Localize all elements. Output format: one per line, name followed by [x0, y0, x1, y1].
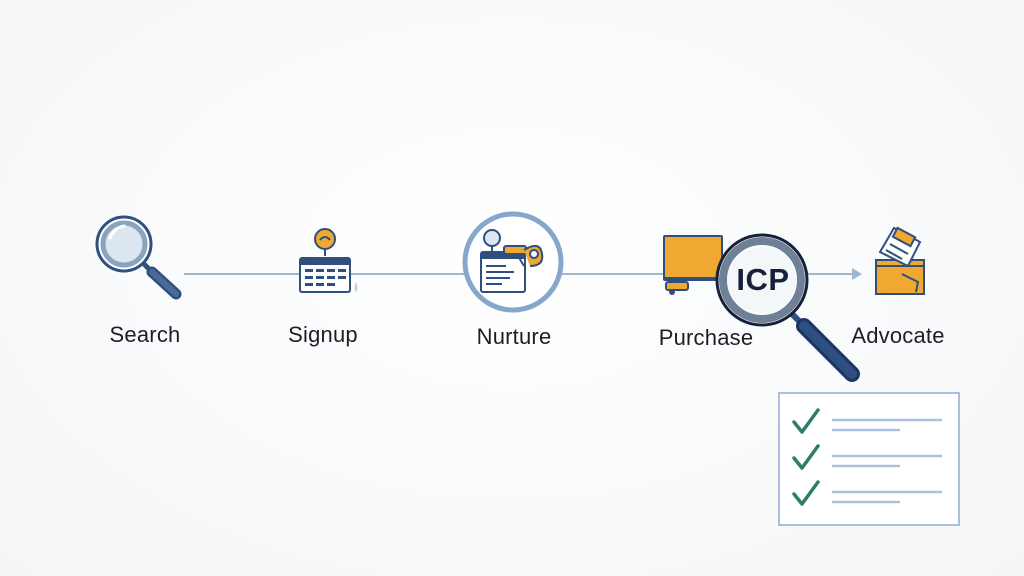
flow-connector-2 [350, 273, 468, 275]
signup-form-icon [296, 226, 366, 303]
advocate-folder-icon [872, 222, 932, 305]
flow-connector-3 [560, 273, 670, 275]
flow-arrow-head [852, 268, 862, 280]
checklist-icon [778, 392, 960, 526]
nurture-document-icon [462, 210, 566, 319]
icp-magnifier-icon [712, 232, 864, 393]
magnifier-icon [92, 212, 188, 309]
stage-label-purchase: Purchase [658, 325, 754, 350]
flow-connector-1 [184, 273, 304, 275]
flow-connector-4 [806, 273, 856, 275]
icp-label: ICP [736, 262, 790, 297]
stage-label-signup: Signup [288, 322, 358, 347]
stage-label-search: Search [109, 322, 181, 347]
stage-label-nurture: Nurture [476, 324, 552, 349]
stage-label-advocate: Advocate [851, 323, 945, 348]
purchase-box-icon [660, 232, 726, 303]
